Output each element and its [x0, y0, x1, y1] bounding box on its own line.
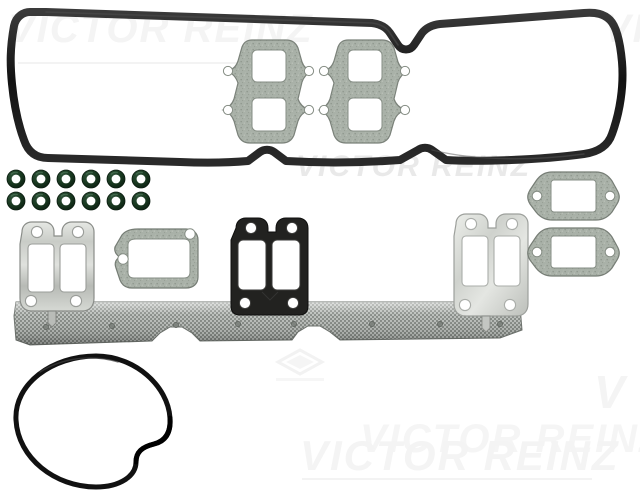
- thermostat-gasket-bolt-hole-2: [184, 228, 196, 240]
- o-ring-highlight: [135, 193, 143, 197]
- intake-gasket-left-port-top: [251, 49, 287, 83]
- watermark-underline-top: [18, 62, 298, 64]
- black-gasket-bolt-hole-4: [286, 296, 300, 310]
- black-gasket-emboss: [261, 291, 279, 301]
- o-ring-bore: [86, 174, 96, 184]
- black-gasket-port-2: [271, 239, 301, 291]
- watermark-bottom: VICTOR REINZ: [300, 432, 620, 479]
- o-ring-highlight: [85, 193, 93, 197]
- intake-port-gasket-left: [221, 39, 315, 144]
- metal-gasket-right-bolt-hole-3: [458, 298, 472, 312]
- rail-rivet-8: [497, 321, 503, 327]
- valve-cover-gasket: [6, 8, 627, 167]
- valve-cover-gasket-outline: [6, 8, 627, 167]
- exhaust-gasket-metal-right: [453, 213, 529, 333]
- o-ring-bore: [61, 196, 71, 206]
- o-ring-bore: [111, 196, 121, 206]
- o-ring-highlight: [135, 171, 143, 175]
- metal-gasket-left-bolt-hole-1: [30, 225, 44, 239]
- o-ring-highlight: [110, 193, 118, 197]
- single-port-gasket-lower-bolt-hole-1: [531, 246, 543, 258]
- thermostat-gasket: [114, 228, 199, 289]
- metal-gasket-right-bolt-hole-2: [505, 217, 519, 231]
- intake-gasket-left-bolt-hole-4: [303, 104, 315, 116]
- o-ring-bore: [61, 174, 71, 184]
- reinz-diamond-logo: [274, 348, 326, 381]
- metal-gasket-right-port-1: [461, 235, 489, 287]
- o-ring-bore: [111, 174, 121, 184]
- intake-gasket-right-bolt-hole-2: [399, 65, 411, 77]
- thermostat-gasket-port: [127, 238, 191, 279]
- o-ring-bore: [36, 174, 46, 184]
- single-port-gasket-lower: [527, 227, 620, 277]
- intake-gasket-left-bolt-hole-1: [222, 65, 234, 77]
- intake-gasket-left-bolt-hole-2: [303, 65, 315, 77]
- rail-rivet-7: [437, 321, 443, 327]
- o-ring-bore: [136, 174, 146, 184]
- black-gasket-bolt-hole-2: [285, 221, 299, 235]
- round-cover-gasket-highlight: [39, 357, 119, 373]
- valve-cover-gasket-highlight: [45, 11, 399, 46]
- o-ring-bore: [86, 196, 96, 206]
- thermostat-gasket-bolt-hole-1: [117, 253, 129, 265]
- metal-gasket-left-port-2: [59, 243, 87, 293]
- single-port-gasket-upper-port: [550, 179, 597, 213]
- rail-rivet-1: [43, 324, 49, 330]
- round-cover-gasket-notch: [133, 415, 173, 465]
- o-ring-bore: [11, 196, 21, 206]
- metal-gasket-left-bolt-hole-4: [69, 294, 83, 308]
- metal-gasket-left-port-1: [27, 243, 55, 293]
- intake-port-gasket-right: [317, 39, 411, 144]
- metal-gasket-right-locating-pin: [481, 315, 491, 333]
- metal-gasket-left-locating-pin: [47, 310, 57, 328]
- watermark-underline: [302, 478, 592, 480]
- intake-gasket-right-port-top: [347, 49, 383, 83]
- single-port-gasket-lower-port: [550, 235, 597, 269]
- intake-gasket-left-port-bottom: [251, 97, 287, 132]
- exhaust-gasket-black: [230, 217, 309, 316]
- metal-gasket-right-bolt-hole-1: [464, 217, 478, 231]
- intake-gasket-right-bolt-hole-4: [399, 104, 411, 116]
- metal-gasket-left-bolt-hole-2: [71, 225, 85, 239]
- intake-gasket-right-bolt-hole-3: [318, 104, 330, 116]
- intake-gasket-right-bolt-hole-1: [318, 65, 330, 77]
- o-ring-set: [6, 169, 151, 211]
- single-port-gasket-lower-bolt-hole-2: [604, 246, 616, 258]
- rail-rivet-2: [109, 323, 115, 329]
- o-ring-highlight: [85, 171, 93, 175]
- o-ring-highlight: [35, 193, 43, 197]
- watermark-bottom-overlay: VICTOR REINZ: [360, 417, 640, 461]
- valve-cover-gasket-highlight-2: [431, 149, 585, 160]
- black-gasket-bolt-hole-1: [244, 221, 258, 235]
- single-port-gasket-upper: [527, 171, 620, 221]
- rail-rivet-3: [173, 322, 179, 328]
- o-ring-highlight: [110, 171, 118, 175]
- metal-gasket-right-bolt-hole-4: [503, 298, 517, 312]
- metal-gasket-right-port-2: [493, 235, 521, 287]
- single-port-gasket-upper-bolt-hole-1: [531, 190, 543, 202]
- o-ring-bore: [36, 196, 46, 206]
- o-ring-highlight: [60, 193, 68, 197]
- metal-gasket-left-bolt-hole-3: [24, 294, 38, 308]
- o-ring-highlight: [35, 171, 43, 175]
- rail-rivet-4: [235, 321, 241, 327]
- long-rail-gasket: [13, 301, 523, 346]
- black-gasket-bolt-hole-3: [238, 296, 252, 310]
- o-ring-highlight: [10, 193, 18, 197]
- o-ring-bore: [11, 174, 21, 184]
- intake-gasket-left-bolt-hole-3: [222, 104, 234, 116]
- single-port-gasket-upper-bolt-hole-2: [604, 190, 616, 202]
- o-ring-bore: [136, 196, 146, 206]
- round-cover-gasket: [13, 353, 173, 490]
- exhaust-gasket-metal-left: [19, 221, 95, 328]
- rail-gasket-shading: [14, 302, 522, 345]
- watermark-right-edge: V: [594, 366, 628, 418]
- o-ring-highlight: [10, 171, 18, 175]
- rail-rivet-6: [369, 321, 375, 327]
- intake-gasket-right-port-bottom: [347, 97, 383, 132]
- o-ring-highlight: [60, 171, 68, 175]
- rail-rivet-5: [291, 321, 297, 327]
- black-gasket-port-1: [237, 239, 267, 291]
